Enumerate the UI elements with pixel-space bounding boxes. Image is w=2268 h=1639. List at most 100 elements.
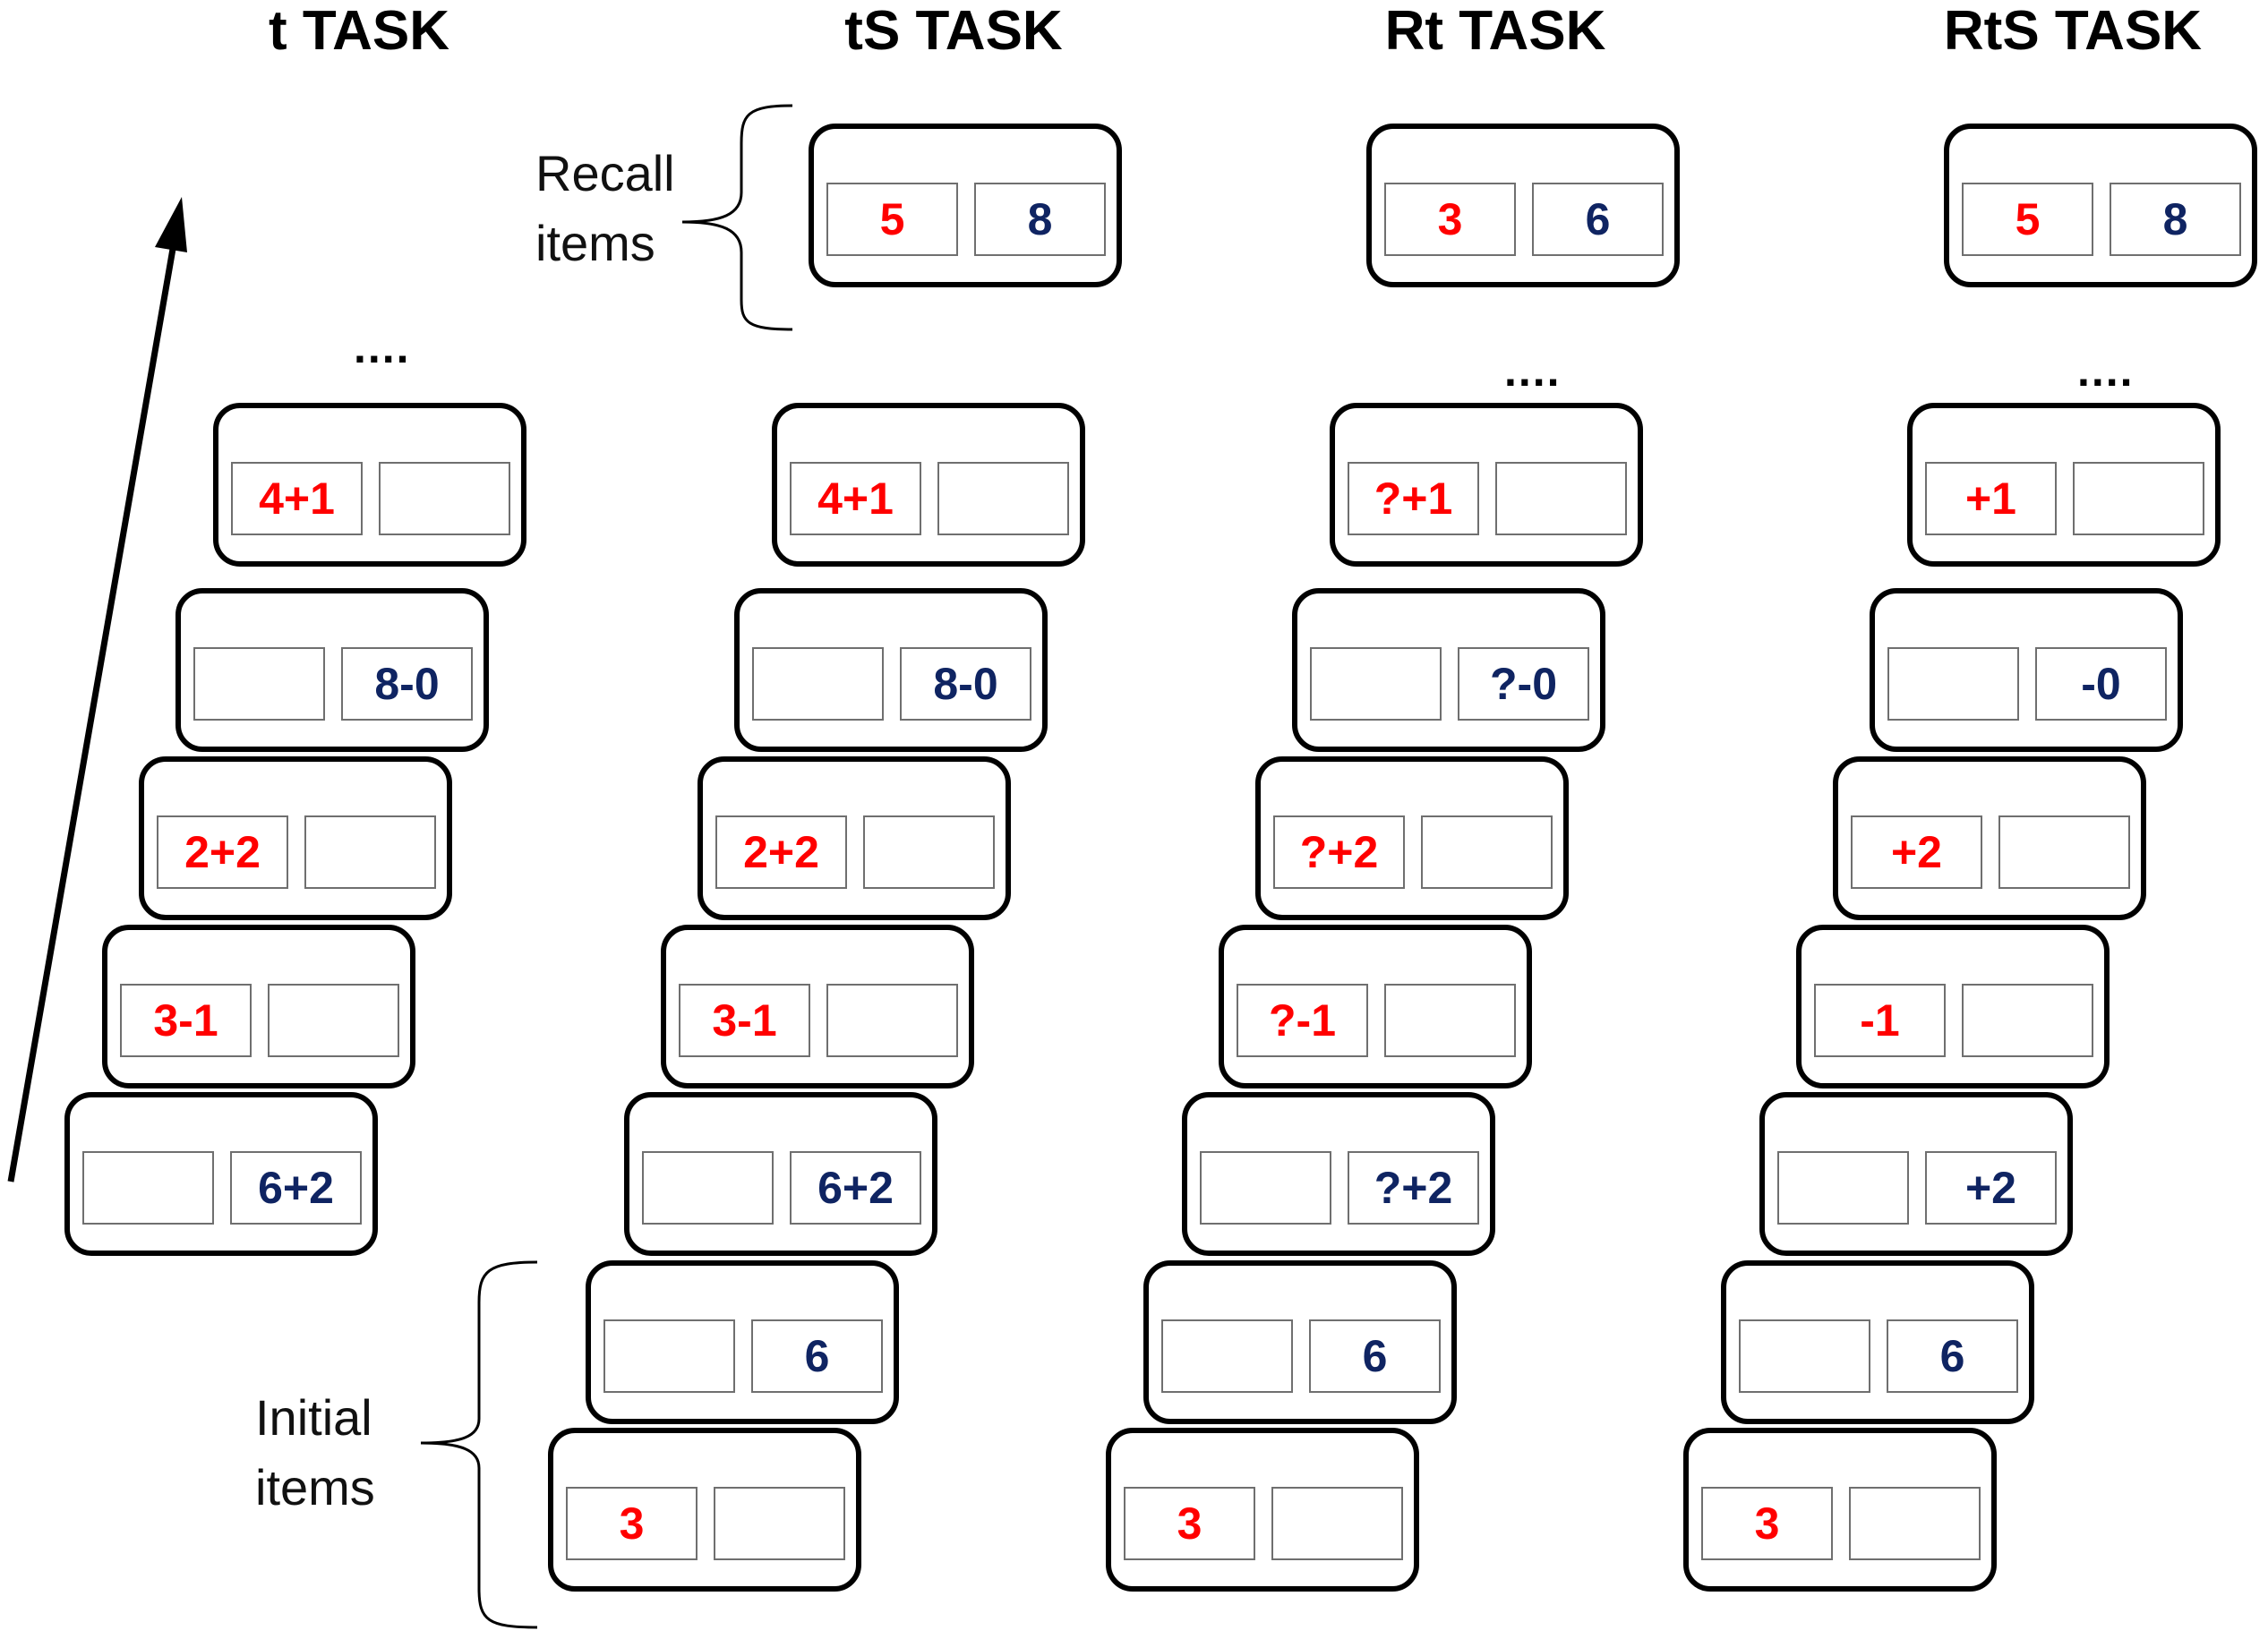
card-slot-right: ?+2 [1348, 1151, 1479, 1225]
time-arrow [7, 197, 187, 1182]
card-slot-right: 6+2 [790, 1151, 921, 1225]
card-ts-step-6: 8-0 [734, 588, 1048, 752]
card-slot-right: -0 [2035, 647, 2167, 721]
card-slot-left: 3 [1384, 183, 1516, 256]
card-slot-left: +2 [1851, 815, 1982, 889]
card-rts-step-6: -0 [1870, 588, 2183, 752]
card-slot-right [1998, 815, 2130, 889]
card-slot-left: 3-1 [120, 984, 252, 1057]
card-t-step-1: 6+2 [64, 1092, 378, 1256]
card-slot-right [714, 1487, 845, 1560]
title-rt-task: Rt TASK [1384, 0, 1606, 62]
card-rt-step-6: ?-0 [1292, 588, 1605, 752]
card-slot-left [1161, 1319, 1293, 1393]
card-slot-right: 6 [1887, 1319, 2018, 1393]
card-slot-right: 8 [974, 183, 1106, 256]
card-rts-step-7: +1 [1907, 403, 2221, 567]
card-slot-right: 6 [1532, 183, 1664, 256]
card-slot-right: ?-0 [1458, 647, 1589, 721]
recall-items-brace [681, 104, 793, 331]
card-rt-step-4: ?-1 [1219, 925, 1532, 1088]
card-slot-left: 4+1 [790, 462, 921, 535]
card-rt-step-1: 3 [1106, 1428, 1419, 1592]
card-slot-left: 3 [1701, 1487, 1833, 1560]
card-slot-right: 6 [1309, 1319, 1441, 1393]
card-slot-right [304, 815, 436, 889]
card-rts-step-5: +2 [1833, 756, 2146, 920]
card-slot-left [1200, 1151, 1331, 1225]
card-rt-step-3: ?+2 [1182, 1092, 1495, 1256]
card-slot-left [82, 1151, 214, 1225]
card-ts-step-7: 4+1 [772, 403, 1085, 567]
card-slot-right: 8-0 [341, 647, 473, 721]
card-slot-right: +2 [1925, 1151, 2057, 1225]
card-slot-right [1384, 984, 1516, 1057]
card-slot-left: 3 [566, 1487, 698, 1560]
card-t-step-2: 3-1 [102, 925, 415, 1088]
card-slot-left [1310, 647, 1442, 721]
card-slot-right [863, 815, 995, 889]
card-slot-right [1421, 815, 1553, 889]
card-slot-left [1739, 1319, 1870, 1393]
card-slot-left: 2+2 [157, 815, 288, 889]
title-ts-task: tS TASK [844, 0, 1063, 62]
card-ts-step-5: 2+2 [698, 756, 1011, 920]
recall-label-line-1: Recall [535, 145, 675, 201]
card-rt-step-7: ?+1 [1330, 403, 1643, 567]
title-t-task: t TASK [269, 0, 450, 62]
card-rt-step-5: ?+2 [1255, 756, 1569, 920]
card-ts-step-4: 3-1 [661, 925, 974, 1088]
card-slot-right: 8 [2110, 183, 2241, 256]
card-slot-left: -1 [1814, 984, 1946, 1057]
card-t-step-4: 8-0 [175, 588, 489, 752]
card-slot-left: 2+2 [715, 815, 847, 889]
card-slot-left: 5 [1962, 183, 2093, 256]
card-rts-step-4: -1 [1796, 925, 2110, 1088]
card-slot-left: 3 [1124, 1487, 1255, 1560]
recall-label-line-2: items [535, 215, 655, 271]
card-slot-left: ?+2 [1273, 815, 1405, 889]
initial-items-label: Initial items [255, 1383, 375, 1523]
card-rt-step-2: 6 [1143, 1260, 1457, 1424]
card-slot-right [826, 984, 958, 1057]
card-slot-right: 6+2 [230, 1151, 362, 1225]
card-rts-step-1: 3 [1683, 1428, 1997, 1592]
card-rts-step-2: 6 [1721, 1260, 2034, 1424]
card-slot-left: +1 [1925, 462, 2057, 535]
initial-label-line-1: Initial [255, 1389, 372, 1446]
card-slot-left [193, 647, 325, 721]
ellipsis-rts-task: .... [2077, 346, 2135, 396]
card-ts-step-3: 6+2 [624, 1092, 937, 1256]
card-slot-left [752, 647, 884, 721]
card-slot-right [2073, 462, 2204, 535]
card-slot-left [1887, 647, 2019, 721]
card-slot-left: 3-1 [679, 984, 810, 1057]
card-t-step-5: 4+1 [213, 403, 526, 567]
ellipsis-rt-task: .... [1504, 346, 1562, 396]
card-slot-right: 8-0 [900, 647, 1031, 721]
card-slot-right [1271, 1487, 1403, 1560]
card-slot-left [642, 1151, 774, 1225]
title-rts-task: RtS TASK [1943, 0, 2203, 62]
card-slot-left [1777, 1151, 1909, 1225]
ellipsis-t-task: .... [354, 322, 411, 372]
card-slot-right [1962, 984, 2093, 1057]
card-rts-step-3: +2 [1759, 1092, 2073, 1256]
card-slot-right [1495, 462, 1627, 535]
card-slot-right: 6 [751, 1319, 883, 1393]
initial-label-line-2: items [255, 1459, 375, 1515]
card-slot-left [603, 1319, 735, 1393]
initial-items-brace [420, 1260, 538, 1629]
recall-items-label: Recall items [535, 139, 675, 278]
card-slot-right [268, 984, 399, 1057]
card-slot-left: ?-1 [1237, 984, 1368, 1057]
card-ts-step-2: 6 [586, 1260, 899, 1424]
card-slot-right [1849, 1487, 1981, 1560]
card-slot-left: 4+1 [231, 462, 363, 535]
card-t-step-3: 2+2 [139, 756, 452, 920]
